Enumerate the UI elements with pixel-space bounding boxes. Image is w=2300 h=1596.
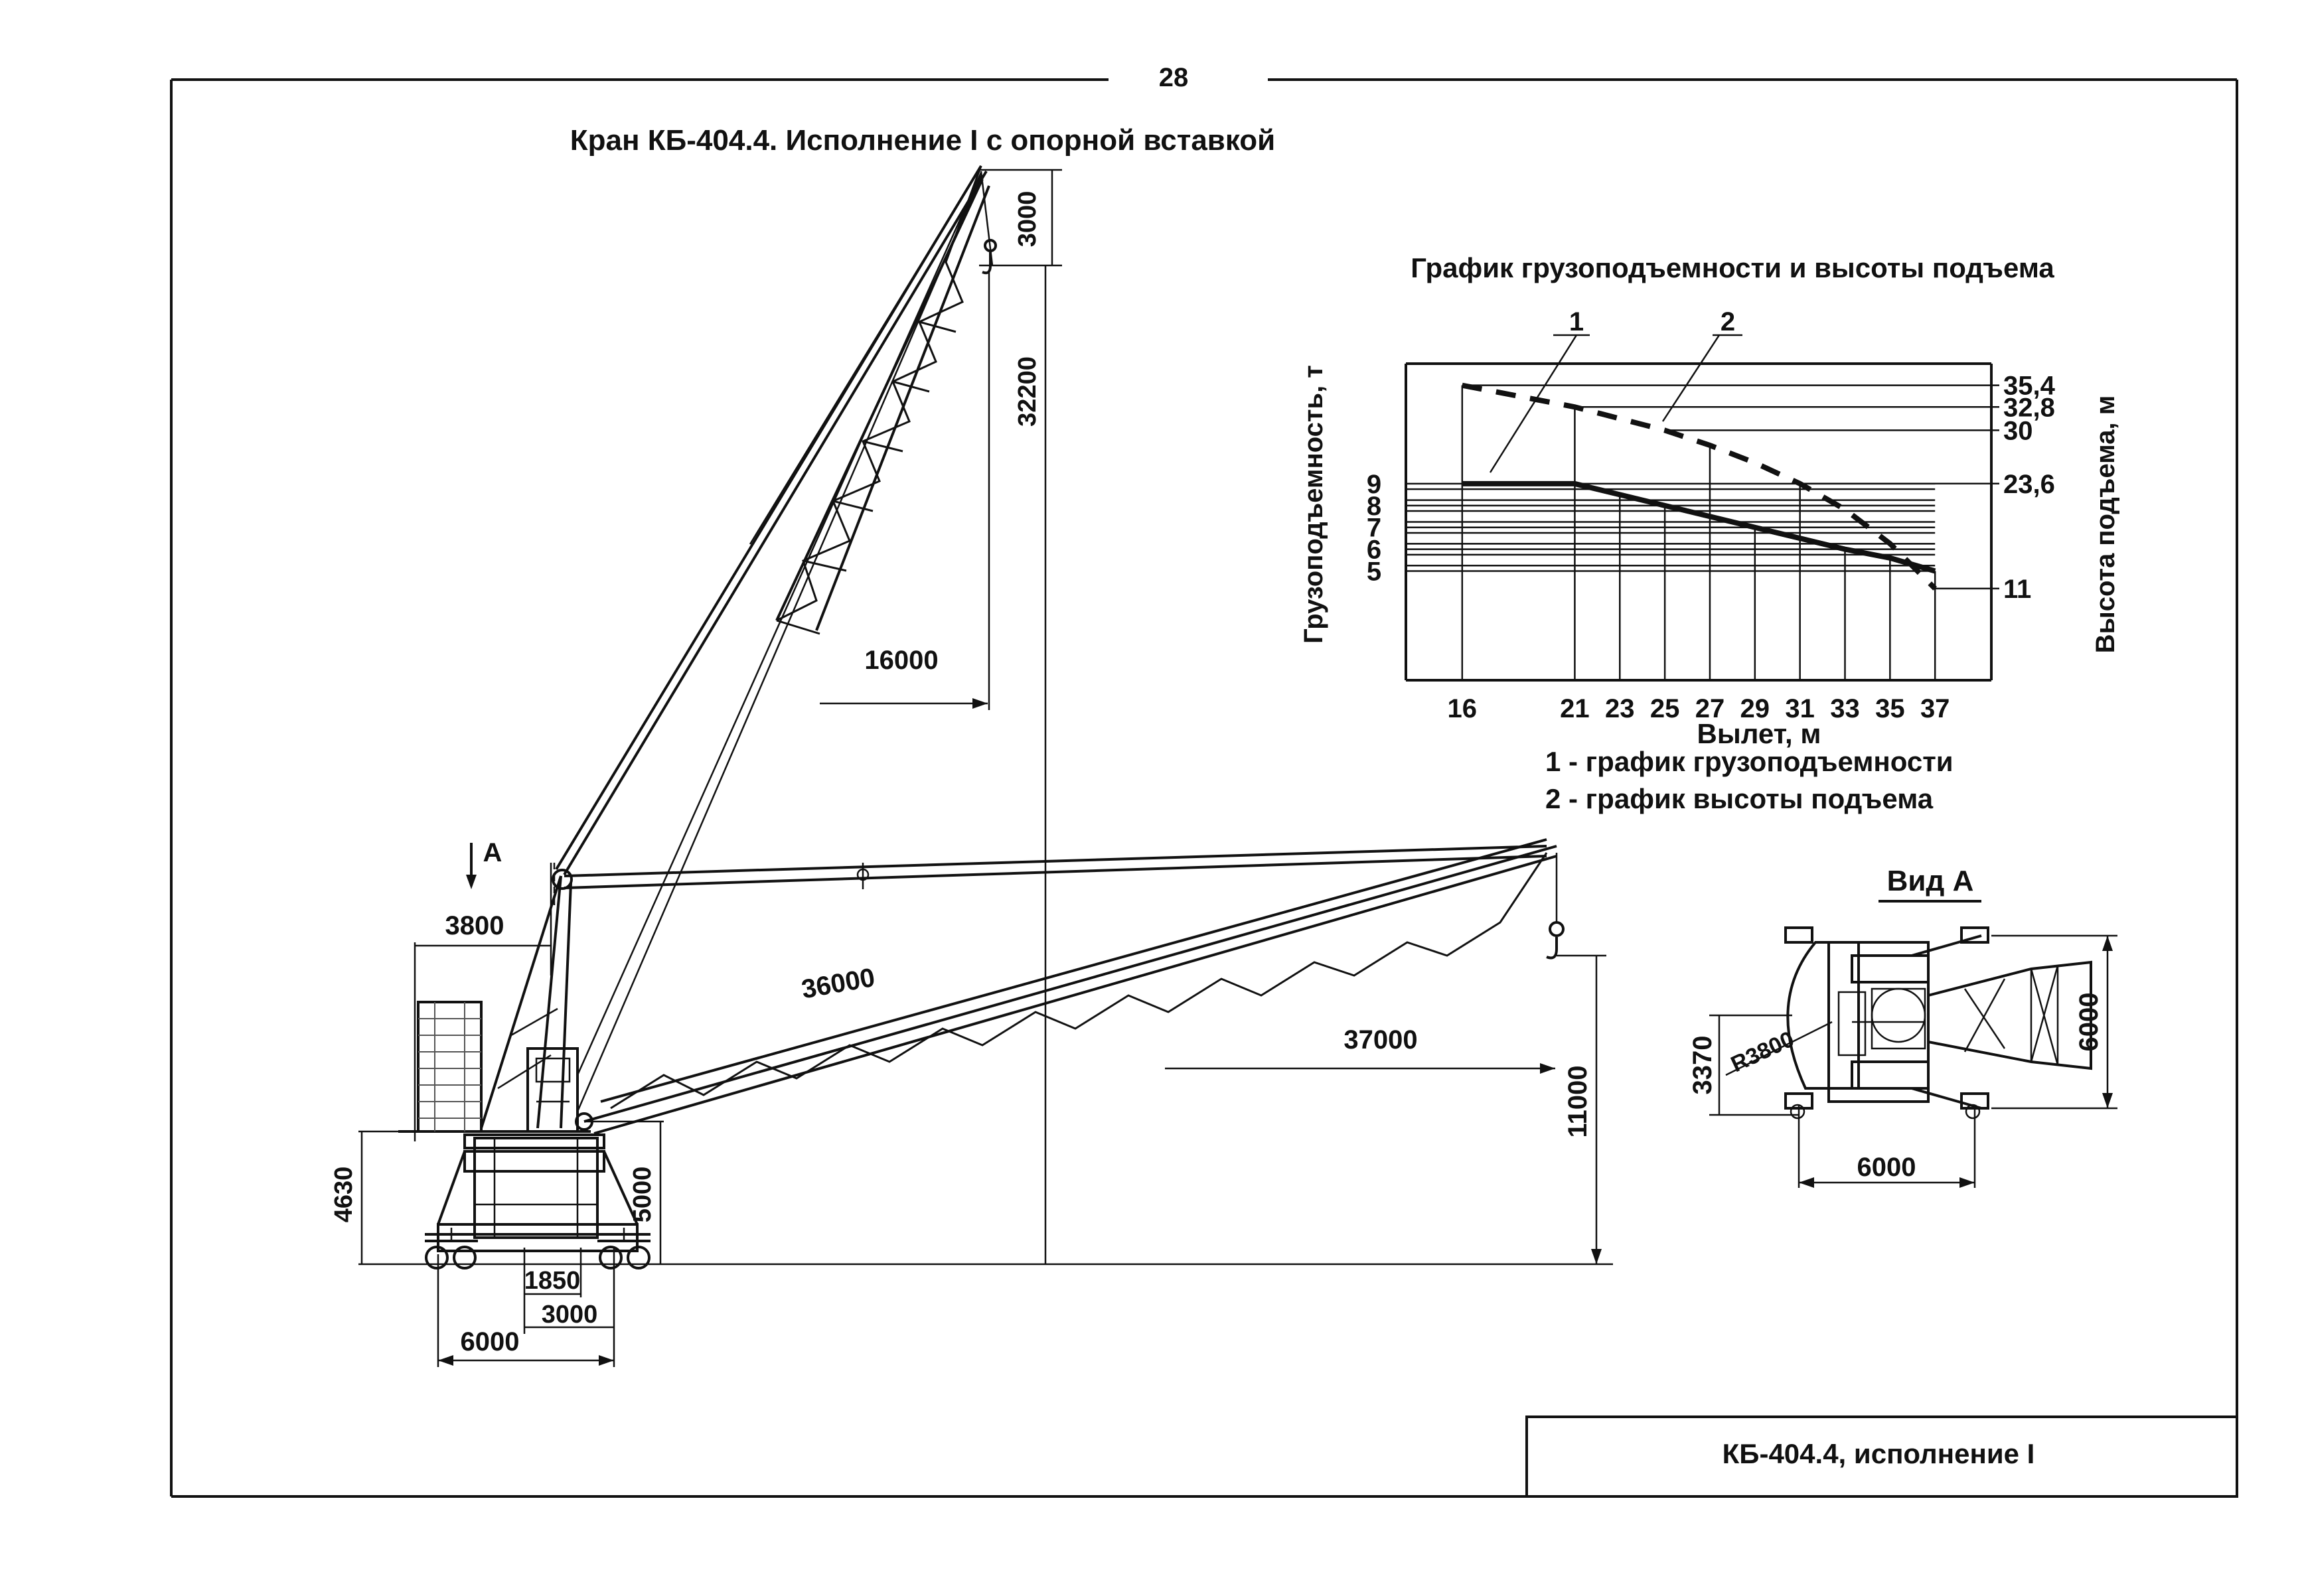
right-tick-label: 32,8 (2003, 393, 2055, 422)
dim-hook-height-min: 11000 (1563, 1065, 1592, 1137)
view-a-radius: R3800 (1727, 1027, 1798, 1078)
x-axis-label: Вылет, м (1697, 718, 1821, 749)
y-right-axis-label: Высота подъема, м (2091, 396, 2120, 654)
boom-pendant (564, 845, 1547, 889)
curve-marker-1: 1 (1569, 307, 1584, 336)
view-a-height: 6000 (2074, 993, 2104, 1052)
crane-side-view (358, 165, 1613, 1270)
chart-series (1462, 382, 1938, 591)
x-tick-label: 37 (1920, 694, 1950, 723)
drawing-title: Кран КБ-404.4. Исполнение I с опорной вс… (570, 124, 1275, 157)
footer-box (1525, 1415, 2238, 1498)
curve-marker-2: 2 (1721, 307, 1735, 336)
view-a-width: 6000 (1857, 1153, 1916, 1182)
left-tick-label: 8 (1367, 492, 1381, 521)
x-tick-label: 21 (1560, 694, 1590, 723)
counterweight (417, 1001, 483, 1133)
x-tick-label: 23 (1605, 694, 1635, 723)
y-left-axis-label: Грузоподъемность, т (1299, 365, 1328, 644)
portal-base (425, 1137, 651, 1252)
boom-lowered (575, 175, 1565, 1135)
sheet-frame (170, 78, 2238, 1498)
boom-raised (555, 165, 997, 1076)
series-height-line (1462, 382, 1938, 591)
bogie-wheels (425, 1228, 651, 1270)
view-a-depth: 3370 (1688, 1036, 1717, 1095)
dim-ballast-radius: 3800 (445, 911, 504, 940)
dim-base-b: 3000 (542, 1301, 598, 1329)
left-tick-label: 6 (1367, 536, 1381, 565)
x-tick-label: 35 (1875, 694, 1905, 723)
dim-pivot-height: 5000 (629, 1167, 656, 1223)
view-marker-a: А (483, 838, 502, 867)
crane-dimension-labels: 3000 32200 16000 3800 А 36000 37000 1100… (330, 191, 1592, 1356)
series-capacity-line (1462, 480, 1936, 574)
legend-item-1: 1 - график грузоподъемности (1545, 746, 1954, 777)
dim-portal-height: 4630 (330, 1167, 358, 1223)
page-number: 28 (1159, 63, 1189, 92)
dim-boom-length: 36000 (799, 963, 877, 1005)
left-tick-label: 9 (1367, 470, 1381, 499)
dim-reach-min: 16000 (864, 646, 938, 675)
x-tick-label: 25 (1650, 694, 1680, 723)
view-a-title: Вид А (1887, 865, 1974, 897)
left-tick-label: 7 (1367, 514, 1381, 543)
crane-dimension-lines (358, 169, 1606, 1367)
right-tick-label: 11 (2003, 575, 2031, 604)
right-tick-label: 35,4 (2003, 372, 2056, 401)
right-tick-label: 30 (2003, 416, 2033, 445)
legend-item-2: 2 - график высоты подъема (1545, 783, 1934, 814)
x-tick-label: 31 (1785, 694, 1815, 723)
dim-base-a: 1850 (524, 1267, 581, 1295)
view-a: Вид А 6000 (1688, 865, 2117, 1188)
right-tick-label: 23,6 (2003, 470, 2055, 499)
footer-label: КБ-404.4, исполнение I (1723, 1438, 2035, 1469)
chart-grid (1406, 384, 1999, 680)
dim-hook-drop: 3000 (1014, 191, 1041, 248)
dim-hook-height-max: 32200 (1014, 356, 1041, 427)
a-frame-mast (480, 869, 573, 1129)
chart-title: График грузоподъемности и высоты подъема (1411, 252, 2054, 283)
x-tick-label: 27 (1695, 694, 1725, 723)
x-tick-label: 29 (1740, 694, 1770, 723)
x-tick-label: 16 (1448, 694, 1478, 723)
capacity-height-chart: График грузоподъемности и высоты подъема… (1299, 252, 2120, 814)
dim-track-gauge: 6000 (461, 1327, 520, 1356)
left-tick-label: 5 (1367, 557, 1381, 587)
dim-reach-max: 37000 (1343, 1025, 1417, 1054)
x-tick-label: 33 (1830, 694, 1860, 723)
